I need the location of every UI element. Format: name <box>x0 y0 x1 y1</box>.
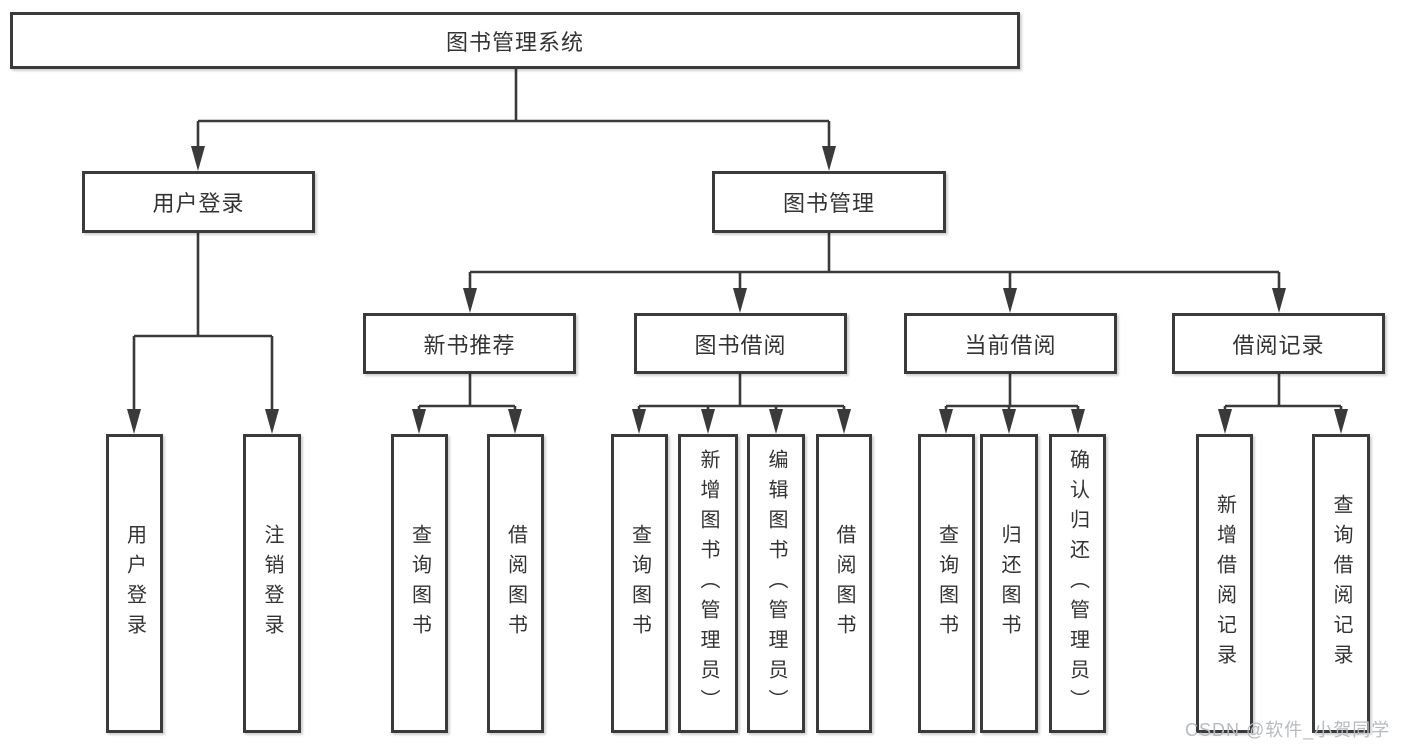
node-label: 新增借阅记录 <box>1213 493 1236 674</box>
leaf-add-books-admin: 新增图书（管理员） <box>678 434 738 733</box>
node-label: 图书管理系统 <box>445 29 584 55</box>
node-new-book-recommendation: 新书推荐 <box>363 313 576 374</box>
node-label: 用户登录 <box>123 523 146 644</box>
node-borrowing-records: 借阅记录 <box>1172 313 1385 374</box>
node-label: 归还图书 <box>998 523 1020 644</box>
leaf-confirm-return-admin: 确认归还（管理员） <box>1049 434 1106 733</box>
node-label: 确认归还（管理员） <box>1066 448 1089 719</box>
leaf-query-books-current: 查询图书 <box>918 434 975 733</box>
node-label: 查询借阅记录 <box>1330 493 1352 674</box>
leaf-query-books-borrowing: 查询图书 <box>611 434 668 733</box>
leaf-logout: 注销登录 <box>243 434 301 733</box>
leaf-edit-books-admin: 编辑图书（管理员） <box>747 434 805 733</box>
leaf-return-books: 归还图书 <box>980 434 1038 733</box>
leaf-borrow-books-borrowing: 借阅图书 <box>816 434 872 733</box>
node-label: 借阅记录 <box>1232 332 1325 358</box>
node-label: 查询图书 <box>628 523 651 644</box>
leaf-query-borrow-record: 查询借阅记录 <box>1312 434 1370 733</box>
node-book-management: 图书管理 <box>712 171 946 233</box>
node-label: 查询图书 <box>935 523 958 644</box>
node-label: 借阅图书 <box>833 523 855 644</box>
node-label: 借阅图书 <box>504 523 527 644</box>
csdn-watermark: CSDN @软件_小贺同学 <box>1185 720 1391 740</box>
node-label: 注销登录 <box>261 523 283 644</box>
arrowheads <box>127 146 1348 434</box>
node-label: 用户登录 <box>152 191 245 216</box>
node-user-login: 用户登录 <box>82 171 315 233</box>
leaf-query-books-recommend: 查询图书 <box>391 434 448 733</box>
leaf-add-borrow-record: 新增借阅记录 <box>1196 434 1253 733</box>
leaf-user-login: 用户登录 <box>106 434 163 733</box>
node-book-borrowing: 图书借阅 <box>634 313 847 374</box>
node-library-management-system: 图书管理系统 <box>10 12 1020 69</box>
node-label: 当前借阅 <box>964 332 1057 358</box>
node-label: 图书借阅 <box>694 332 787 358</box>
node-label: 编辑图书（管理员） <box>765 448 787 719</box>
node-label: 新增图书（管理员） <box>697 448 719 719</box>
leaf-borrow-books-recommend: 借阅图书 <box>487 434 544 733</box>
node-label: 图书管理 <box>782 191 875 216</box>
node-current-borrowing: 当前借阅 <box>904 313 1117 374</box>
node-label: 查询图书 <box>408 523 431 644</box>
node-label: 新书推荐 <box>423 332 516 358</box>
